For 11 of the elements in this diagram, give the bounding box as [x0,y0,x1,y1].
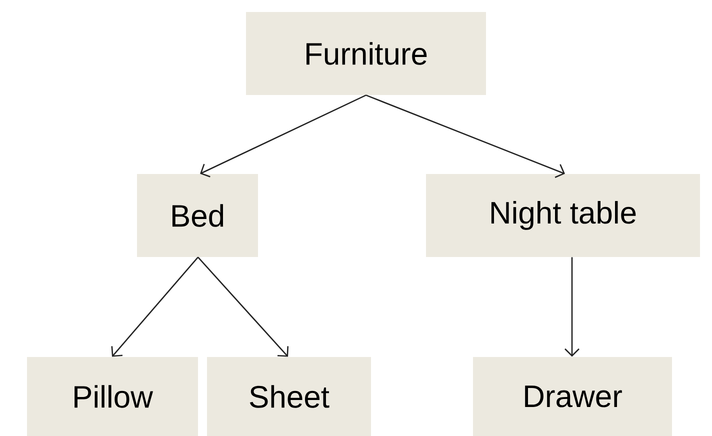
arrow [564,257,580,357]
box: Drawer [473,356,672,436]
arrow [111,256,198,357]
arrow [198,256,289,357]
box: Sheet [207,356,371,436]
box: Bed [137,174,258,257]
box: Pillow [27,356,198,436]
box: Furniture [246,12,486,95]
box: Night table [426,174,700,257]
arrow [200,94,366,178]
arrow [366,94,565,178]
